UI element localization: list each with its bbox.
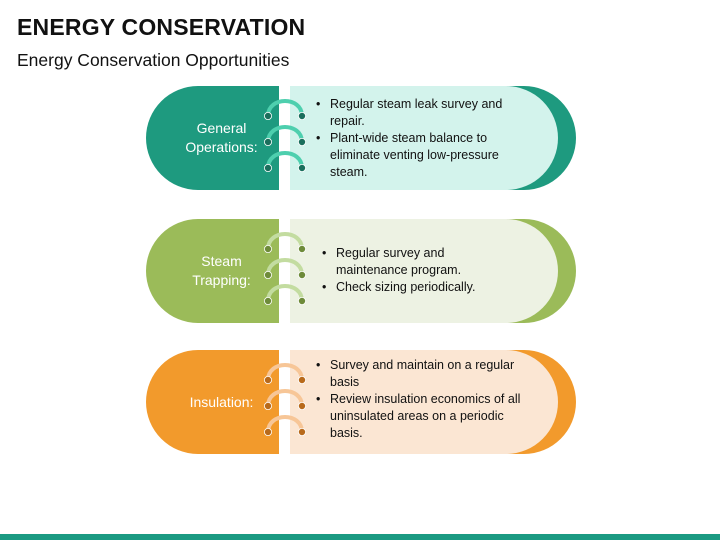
bullet-item: Check sizing periodically. xyxy=(322,279,502,296)
category-label: Steam Trapping: xyxy=(192,253,251,288)
binder-ring-icon xyxy=(264,415,307,437)
category-row-general-operations: General Operations: Regular steam leak s… xyxy=(0,86,720,194)
binder-ring-icon xyxy=(264,363,307,384)
rings-graphic xyxy=(264,363,307,437)
category-row-steam-trapping: Steam Trapping: Regular survey and maint… xyxy=(0,219,720,327)
bullet-list: Regular steam leak survey and repair. Pl… xyxy=(316,96,526,181)
binder-ring-icon xyxy=(264,125,307,147)
category-label: Insulation: xyxy=(189,393,254,410)
rings-graphic xyxy=(264,99,307,173)
page-title: ENERGY CONSERVATION xyxy=(17,14,306,40)
rings-graphic xyxy=(264,232,307,306)
bullet-item: Plant-wide steam balance to eliminate ve… xyxy=(316,130,526,181)
binder-rings xyxy=(258,350,310,454)
binder-ring-icon xyxy=(264,389,307,411)
binder-ring-icon xyxy=(264,258,307,280)
bullet-item: Survey and maintain on a regular basis xyxy=(316,357,526,391)
category-row-insulation: Insulation: Survey and maintain on a reg… xyxy=(0,350,720,458)
bullet-item: Regular steam leak survey and repair. xyxy=(316,96,526,130)
binder-ring-icon xyxy=(264,151,307,173)
bullet-item: Review insulation economics of all unins… xyxy=(316,391,526,442)
row-label-panel: Steam Trapping: xyxy=(146,219,279,323)
binder-rings xyxy=(258,86,310,190)
row-label-panel: General Operations: xyxy=(146,86,279,190)
page-subtitle: Energy Conservation Opportunities xyxy=(17,50,290,70)
bullet-list: Regular survey and maintenance program. … xyxy=(322,245,502,296)
binder-rings xyxy=(258,219,310,323)
bullet-item: Regular survey and maintenance program. xyxy=(322,245,502,279)
footer-accent-bar xyxy=(0,534,720,540)
binder-ring-icon xyxy=(264,99,307,120)
binder-ring-icon xyxy=(264,284,307,306)
binder-ring-icon xyxy=(264,232,307,253)
bullet-list: Survey and maintain on a regular basis R… xyxy=(316,357,526,442)
category-label: General Operations: xyxy=(185,120,258,155)
row-label-panel: Insulation: xyxy=(146,350,279,454)
